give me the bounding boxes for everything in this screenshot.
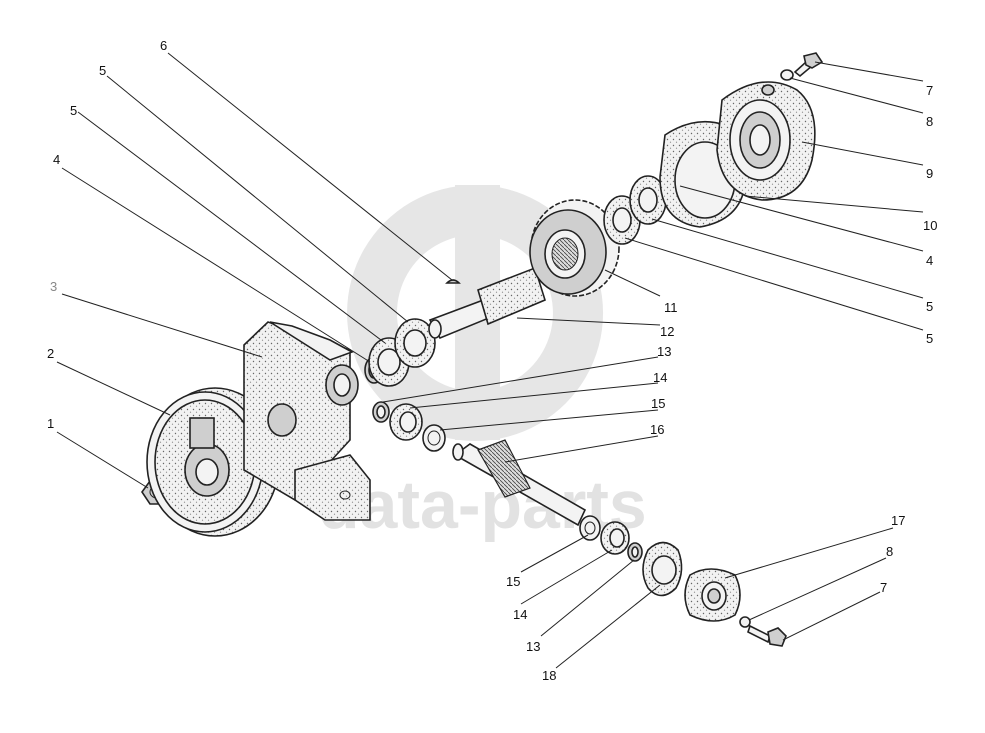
callout-16: 16 (650, 422, 664, 437)
callout-5: 5 (70, 103, 77, 118)
part-17-flange (684, 568, 741, 622)
part-14-bearing-upper (389, 403, 423, 441)
part-15-washer-lower (579, 515, 601, 541)
callout-8: 8 (926, 114, 933, 129)
callout-18: 18 (542, 668, 556, 683)
callout-7: 7 (926, 83, 933, 98)
callout-2: 2 (47, 346, 54, 361)
callout-12: 12 (660, 324, 674, 339)
part-9-cover (716, 81, 816, 201)
part-18-gasket (642, 541, 683, 597)
callout-14: 14 (513, 607, 527, 622)
callout-15: 15 (506, 574, 520, 589)
callout-3: 3 (50, 279, 57, 294)
callout-5: 5 (926, 331, 933, 346)
callout-labels: 1 2 3 4 5 5 6 7 8 9 10 4 5 5 11 12 13 14… (47, 38, 937, 683)
callout-9: 9 (926, 166, 933, 181)
callout-8: 8 (886, 544, 893, 559)
callout-7: 7 (880, 580, 887, 595)
callout-5: 5 (99, 63, 106, 78)
callout-5: 5 (926, 299, 933, 314)
callout-15: 15 (651, 396, 665, 411)
part-14-bearing-lower (600, 521, 630, 555)
part-12-shaft (428, 266, 546, 340)
callout-17: 17 (891, 513, 905, 528)
callout-4: 4 (53, 152, 60, 167)
callout-1: 1 (47, 416, 54, 431)
part-8-washer-lower (739, 616, 751, 628)
part-6-key (445, 279, 461, 284)
part-7-bolt-top (793, 52, 824, 78)
part-7-bolt-lower (747, 624, 787, 647)
callout-4: 4 (926, 253, 933, 268)
part-15-washer-upper (422, 424, 446, 452)
part-5-washers-right (603, 175, 667, 245)
callout-10: 10 (923, 218, 937, 233)
callout-13: 13 (526, 639, 540, 654)
callout-11: 11 (664, 300, 678, 315)
callout-14: 14 (653, 370, 667, 385)
part-8-washer-top (780, 69, 794, 81)
part-16-worm-shaft (452, 439, 587, 527)
part-3-housing (243, 321, 371, 521)
callout-6: 6 (160, 38, 167, 53)
leader-lines (56, 52, 924, 669)
part-11-gear (529, 199, 620, 297)
callout-13: 13 (657, 344, 671, 359)
part-5-washers-left (368, 318, 436, 387)
part-13-ring-upper (372, 401, 390, 423)
part-13-ring-lower (627, 542, 643, 562)
